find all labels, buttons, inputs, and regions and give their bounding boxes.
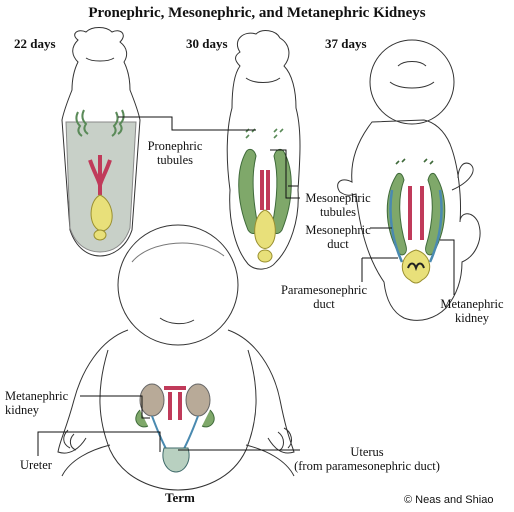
uterus-ducts-term [164,386,186,420]
leader-lines [37,116,455,456]
mesonephros-left-30 [271,148,292,234]
label-paramesonephric-duct: Paramesonephric duct [280,283,368,311]
label-metanephric-kidney-37-days: Metanephric kidney [440,297,504,325]
label-mesonephric-tubules: Mesonephric tubules [305,191,371,219]
cloaca-duct-22 [88,155,112,195]
bladder-term [162,447,190,473]
embryo-30-days [226,30,301,270]
label-metanephric-kidney-term: Metanephric kidney [5,389,69,417]
embryo-22-days [61,27,141,257]
metanephric-kidney-left-term [185,383,211,417]
bladder-30 [254,209,276,249]
pronephric-tubules-37 [395,158,434,165]
label-uterus: Uterus (from paramesonephric duct) [294,445,440,473]
stage-label-37-days: 37 days [325,36,367,51]
mesonephros-right-30 [238,148,259,234]
term-fetus [57,224,295,491]
stage-label-term: Term [165,490,195,505]
label-ureter: Ureter [20,458,52,472]
pronephric-tubules-22 [75,109,125,137]
metanephric-kidney-right-term [139,383,165,417]
mesonephric-ducts-37 [389,189,443,263]
label-mesonephric-duct: Mesonephric duct [305,223,371,251]
duct-30 [260,170,270,210]
diagram-title: Pronephric, Mesonephric, and Metanephric… [88,5,426,21]
label-pronephric-tubules: Pronephric tubules [147,139,203,167]
stage-label-22-days: 22 days [14,36,56,51]
embryo-37-days [337,39,481,321]
paramesonephric-ducts-37 [408,186,424,240]
stage-label-30-days: 30 days [186,36,228,51]
credit-text: © Neas and Shiao [404,494,494,506]
